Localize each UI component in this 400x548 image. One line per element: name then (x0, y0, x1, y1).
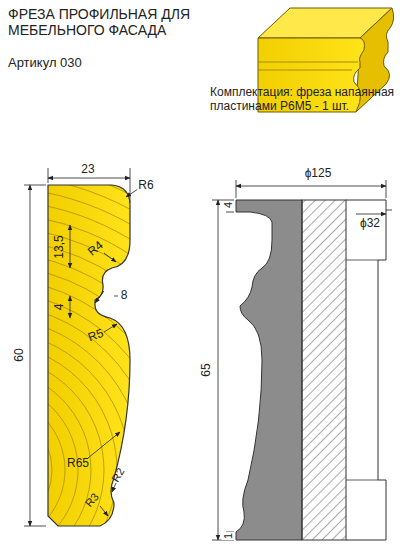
diameter-label: ϕ125 (304, 167, 333, 181)
dimension: 4 (222, 201, 235, 209)
title: ФРЕЗА ПРОФИЛЬНАЯ ДЛЯ МЕБЕЛЬНОГО ФАСАДА (8, 6, 204, 38)
dimension: 8 (121, 289, 128, 303)
dimension: 65 (200, 362, 214, 377)
article-number: Артикул 030 (8, 56, 82, 71)
radius-label: R6 (137, 179, 154, 193)
radius-label: R65 (67, 457, 89, 471)
dimension: 13,5 (53, 235, 67, 258)
dimension: 1 (222, 532, 235, 540)
dimension-lines (24, 168, 138, 526)
dimension: 60 (13, 347, 27, 362)
dimension: 4 (53, 304, 67, 311)
diameter-label: ϕ32 (359, 217, 381, 231)
cutter-section (236, 200, 386, 540)
note: Комплектация: фреза напаянная пластинами… (210, 86, 396, 114)
dimension-lines (212, 180, 392, 540)
dimension: 23 (80, 163, 95, 177)
workpiece-profile (0, 96, 364, 548)
